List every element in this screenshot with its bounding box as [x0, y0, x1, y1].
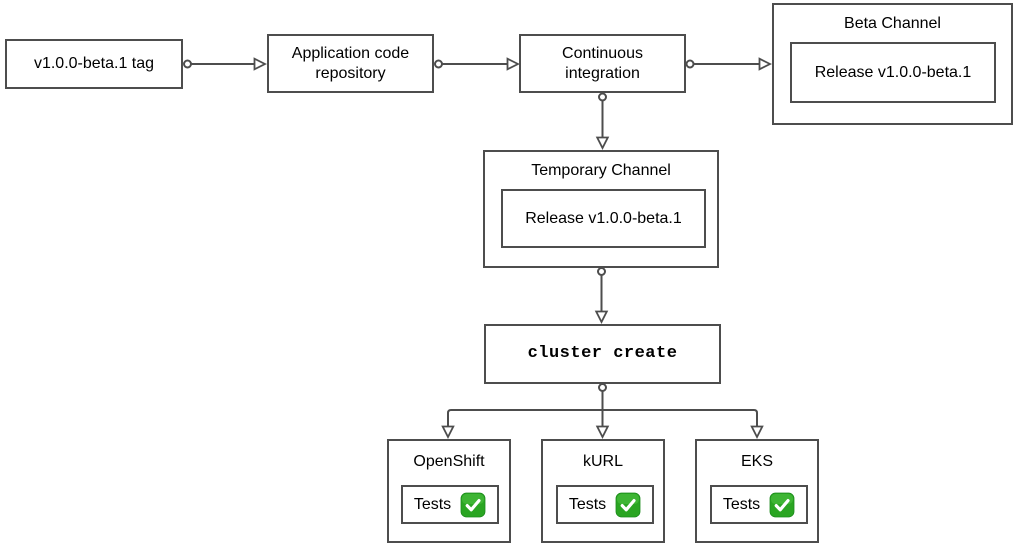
node-continuous-integration: Continuous integration: [519, 34, 686, 93]
kurl-title: kURL: [582, 453, 623, 470]
node-beta-channel: Beta Channel Release v1.0.0-beta.1: [772, 3, 1013, 125]
eks-tests-box: Tests: [710, 485, 808, 524]
arrowhead-icon: [750, 425, 764, 439]
connector-tag-to-repo: [183, 57, 267, 71]
arrowhead-icon: [594, 310, 609, 324]
temporary-release-label: Release v1.0.0-beta.1: [525, 209, 682, 227]
node-temporary-release: Release v1.0.0-beta.1: [501, 189, 706, 248]
arrowhead-icon: [253, 57, 267, 71]
node-beta-release: Release v1.0.0-beta.1: [790, 42, 996, 103]
beta-release-label: Release v1.0.0-beta.1: [814, 63, 972, 81]
arrowhead-icon: [441, 425, 455, 439]
eks-title: EKS: [740, 453, 773, 470]
arrowhead-icon: [758, 57, 772, 71]
check-mark-icon: [460, 492, 486, 518]
node-version-tag: v1.0.0-beta.1 tag: [5, 39, 183, 89]
arrowhead-icon: [595, 425, 610, 439]
node-application-code-repository: Application code repository: [267, 34, 434, 93]
kurl-tests-box: Tests: [556, 485, 654, 524]
connector-cluster-create-branch: [441, 383, 764, 439]
connector-temporary-channel-to-cluster-create: [594, 267, 609, 324]
continuous-integration-label: Continuous integration: [562, 44, 643, 82]
node-eks: EKS Tests: [695, 439, 819, 543]
check-mark-icon: [769, 492, 795, 518]
openshift-tests-label: Tests: [413, 495, 452, 513]
check-mark-icon: [615, 492, 641, 518]
node-kurl: kURL Tests: [541, 439, 665, 543]
arrowhead-icon: [506, 57, 520, 71]
connector-ci-to-temporary-channel: [595, 92, 610, 150]
eks-tests-label: Tests: [722, 495, 761, 513]
kurl-tests-label: Tests: [568, 495, 607, 513]
beta-channel-title: Beta Channel: [844, 15, 941, 32]
connector-ci-to-beta-channel: [685, 57, 772, 71]
node-temporary-channel: Temporary Channel Release v1.0.0-beta.1: [483, 150, 719, 268]
openshift-tests-box: Tests: [401, 485, 499, 524]
openshift-title: OpenShift: [413, 453, 485, 470]
node-cluster-create: cluster create: [484, 324, 721, 384]
version-tag-label: v1.0.0-beta.1 tag: [33, 55, 155, 72]
node-openshift: OpenShift Tests: [387, 439, 511, 543]
temporary-channel-title: Temporary Channel: [531, 162, 671, 179]
cluster-create-label: cluster create: [527, 344, 678, 364]
application-code-repository-label: Application code repository: [291, 44, 410, 82]
arrowhead-icon: [595, 136, 610, 150]
connector-repo-to-ci: [434, 57, 520, 71]
